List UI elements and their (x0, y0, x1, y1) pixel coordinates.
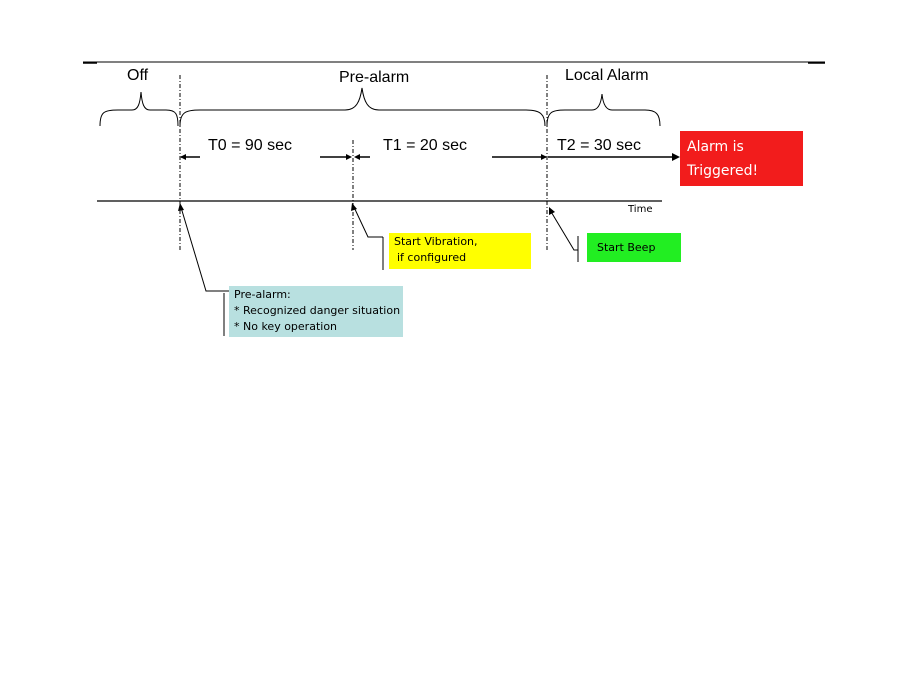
prealarm-leader (180, 204, 209, 291)
phase-off-label: Off (127, 67, 148, 85)
start-beep-box: Start Beep (587, 233, 681, 262)
beep-leader (550, 210, 578, 250)
phase-pre-alarm-label: Pre-alarm (339, 69, 409, 87)
prealarm-box-line1: Pre-alarm: (234, 287, 398, 303)
alarm-box-line1: Alarm is (687, 135, 796, 159)
t2-label: T2 = 30 sec (557, 137, 641, 155)
start-vibration-box: Start Vibration, if configured (389, 233, 531, 269)
brace-local-alarm (547, 94, 660, 126)
t0-label: T0 = 90 sec (208, 137, 292, 155)
beep-box-line1: Start Beep (597, 240, 671, 256)
prealarm-box-line3: * No key operation (234, 319, 398, 335)
brace-off (100, 92, 178, 126)
phase-local-alarm-label: Local Alarm (565, 67, 649, 85)
vibration-box-line1: Start Vibration, (394, 234, 526, 250)
brace-pre-alarm (180, 88, 545, 126)
prealarm-box-line2: * Recognized danger situation (234, 303, 398, 319)
t1-label: T1 = 20 sec (383, 137, 467, 155)
alarm-triggered-box: Alarm is Triggered! (680, 131, 803, 186)
time-axis-label: Time (628, 204, 652, 215)
vibration-leader (353, 205, 383, 237)
pre-alarm-description-box: Pre-alarm: * Recognized danger situation… (229, 286, 403, 337)
alarm-box-line2: Triggered! (687, 159, 796, 183)
vibration-box-line2: if configured (394, 250, 526, 266)
